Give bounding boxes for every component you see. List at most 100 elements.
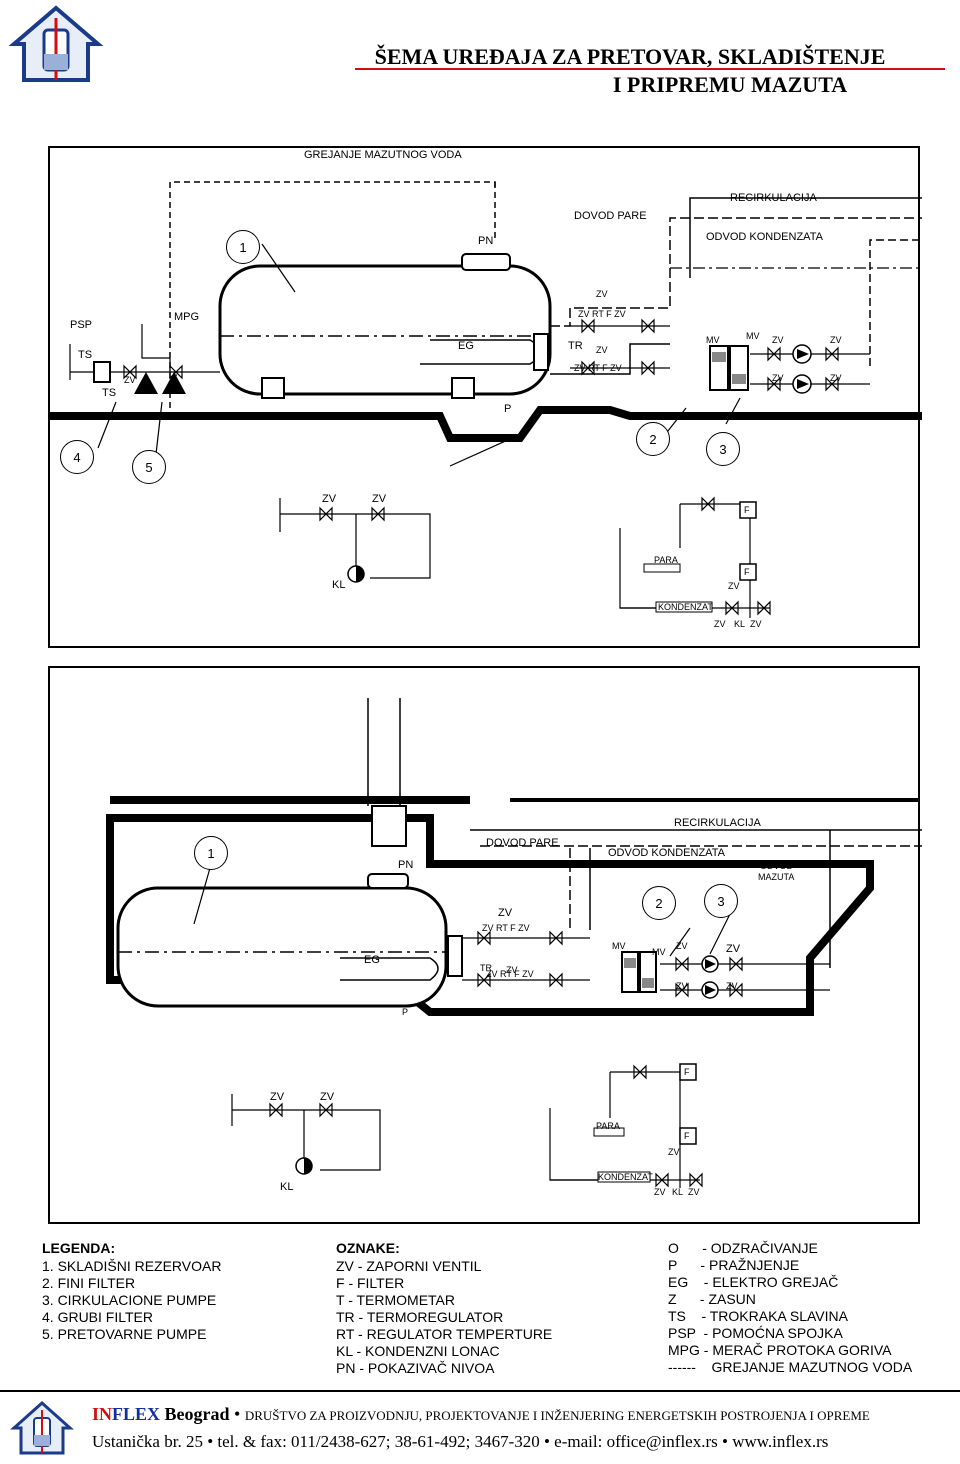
detail1-kl-2: KL (734, 619, 746, 629)
label-zv-rt-f-zv-bottom: ZV RT F ZV (574, 363, 622, 373)
brand-city: Beograd (164, 1404, 230, 1424)
label2-zv-pump-4: ZV (726, 981, 738, 991)
detail1-zv-5: ZV (750, 619, 762, 629)
diagram-panel-2: RECIRKULACIJA DOVOD PARE ODVOD KONDENZAT… (48, 666, 922, 1224)
label2-zv-rt-f-zv-bottom: ZV RT F ZV (486, 969, 534, 979)
label2-pn: PN (398, 859, 414, 871)
label2-mazuta: MAZUTA (758, 872, 795, 882)
detail1-para: PARA (654, 555, 678, 565)
detail2-kondenzat: KONDENZAT (598, 1172, 653, 1182)
label2-zv-mid: ZV (506, 965, 518, 975)
oznake2-item-6: PSP - POMOĆNA SPOJKA (668, 1325, 843, 1341)
legend-item-3: 3. CIRKULACIONE PUMPE (42, 1292, 217, 1308)
footer: INFLEX Beograd • DRUŠTVO ZA PROIZVODNJU,… (0, 1390, 960, 1464)
label-zv-top: ZV (596, 289, 608, 299)
label-grejanje: GREJANJE MAZUTNOG VODA (304, 149, 462, 161)
legend-item-5: 5. PRETOVARNE PUMPE (42, 1326, 207, 1342)
page-title-line2: I PRIPREMU MAZUTA (612, 72, 848, 97)
label-p: P (504, 403, 512, 415)
house-tank-logo-small-icon (10, 1400, 74, 1455)
piping-diagram-2 (106, 698, 922, 1188)
detail2-zv-5: ZV (688, 1187, 700, 1197)
detail2-zv-1: ZV (270, 1091, 285, 1103)
legend-heading: LEGENDA: (42, 1240, 116, 1256)
marker-3: 3 (706, 432, 740, 466)
marker2-3: 3 (704, 884, 738, 918)
detail2-zv-4: ZV (654, 1187, 666, 1197)
detail1-f-2: F (744, 567, 750, 577)
brand-flex: FLEX (112, 1404, 161, 1424)
detail2-zv-3: ZV (668, 1147, 680, 1157)
header-logo (8, 4, 104, 84)
marker-5: 5 (132, 450, 166, 484)
piping-diagram-1 (50, 181, 922, 618)
label2-tr: TR (480, 963, 492, 973)
label-mv-2: MV (746, 331, 760, 341)
label-pn: PN (478, 235, 494, 247)
label-zv-left-1: ZV (124, 375, 136, 385)
label2-zv-rt-f-zv-top: ZV RT F ZV (482, 923, 530, 933)
company-description: DRUŠTVO ZA PROIZVODNJU, PROJEKTOVANJE I … (244, 1408, 870, 1423)
oznake-item-2: F - FILTER (336, 1275, 405, 1291)
detail2-kl: KL (280, 1181, 294, 1193)
label-z-left: Z (172, 373, 178, 383)
label2-zv-pump-1: ZV (676, 941, 688, 951)
label2-zv-pump-2: ZV (726, 943, 741, 955)
legend-item-2: 2. FINI FILTER (42, 1275, 136, 1291)
label2-mv-2: MV (652, 947, 666, 957)
detail1-zv-3: ZV (728, 581, 740, 591)
label2-mv-1: MV (612, 941, 626, 951)
brand-in: IN (92, 1404, 113, 1424)
label-zv-pump-4: ZV (830, 373, 842, 383)
marker2-2: 2 (642, 886, 676, 920)
label2-odvod: ODVOD (760, 861, 794, 871)
detail1-f-1: F (744, 505, 750, 515)
label-zv-pump-1: ZV (772, 335, 784, 345)
oznake-item-7: PN - POKAZIVAČ NIVOA (336, 1360, 495, 1376)
title-underline (355, 68, 945, 70)
detail1-kondenzat: KONDENZAT (658, 602, 713, 612)
detail2-kl-2: KL (672, 1187, 684, 1197)
detail2-zv-2: ZV (320, 1091, 335, 1103)
label-ts-1: TS (78, 349, 93, 361)
storage-tank (218, 264, 552, 396)
oznake-heading: OZNAKE: (336, 1240, 400, 1256)
label-mv-1: MV (706, 335, 720, 345)
label-eg: EG (458, 340, 474, 352)
marker-4: 4 (60, 440, 94, 474)
label-psp: PSP (70, 319, 93, 331)
detail2-f-2: F (684, 1131, 690, 1141)
label-ts-2: TS (102, 387, 117, 399)
storage-tank-2 (116, 886, 448, 1008)
oznake2-item-7: MPG - MERAČ PROTOKA GORIVA (668, 1342, 892, 1358)
label-zv-pump-2: ZV (830, 335, 842, 345)
marker-1: 1 (226, 230, 260, 264)
detail1-zv-2: ZV (372, 493, 387, 505)
label-recirkulacija: RECIRKULACIJA (730, 192, 817, 204)
label2-eg: EG (364, 954, 380, 966)
oznake2-item-2: P - PRAŽNJENJE (668, 1257, 800, 1273)
oznake-item-4: TR - TERMOREGULATOR (336, 1309, 504, 1325)
label2-dovod-pare: DOVOD PARE (486, 837, 559, 849)
detail1-kl: KL (332, 579, 346, 591)
detail1-zv-1: ZV (322, 493, 337, 505)
label-mpg: MPG (174, 311, 200, 323)
footer-company-line: INFLEX Beograd • DRUŠTVO ZA PROIZVODNJU,… (92, 1404, 870, 1424)
oznake2-item-4: Z - ZASUN (668, 1291, 756, 1307)
label-zv-mid: ZV (596, 345, 608, 355)
oznake2-item-1: O - ODZRAČIVANJE (668, 1240, 818, 1256)
label2-zv-pump-3: ZV (676, 981, 688, 991)
label-dovod-pare: DOVOD PARE (574, 210, 647, 222)
footer-contact: Ustanička br. 25 • tel. & fax: 011/2438-… (92, 1432, 829, 1451)
oznake-item-5: RT - REGULATOR TEMPERTURE (336, 1326, 553, 1342)
oznake-item-6: KL - KONDENZNI LONAC (336, 1343, 500, 1359)
label2-p: P (402, 1007, 409, 1017)
detail2-f-1: F (684, 1067, 690, 1077)
page-title-line1: ŠEMA UREĐAJA ZA PRETOVAR, SKLADIŠTENJE (374, 44, 886, 69)
marker2-1: 1 (194, 836, 228, 870)
oznake2-item-8: ------ GREJANJE MAZUTNOG VODA (668, 1359, 913, 1375)
footer-logo (10, 1400, 74, 1456)
detail2-para: PARA (596, 1121, 620, 1131)
label-zv-pump-3: ZV (772, 373, 784, 383)
house-tank-logo-icon (8, 5, 104, 82)
